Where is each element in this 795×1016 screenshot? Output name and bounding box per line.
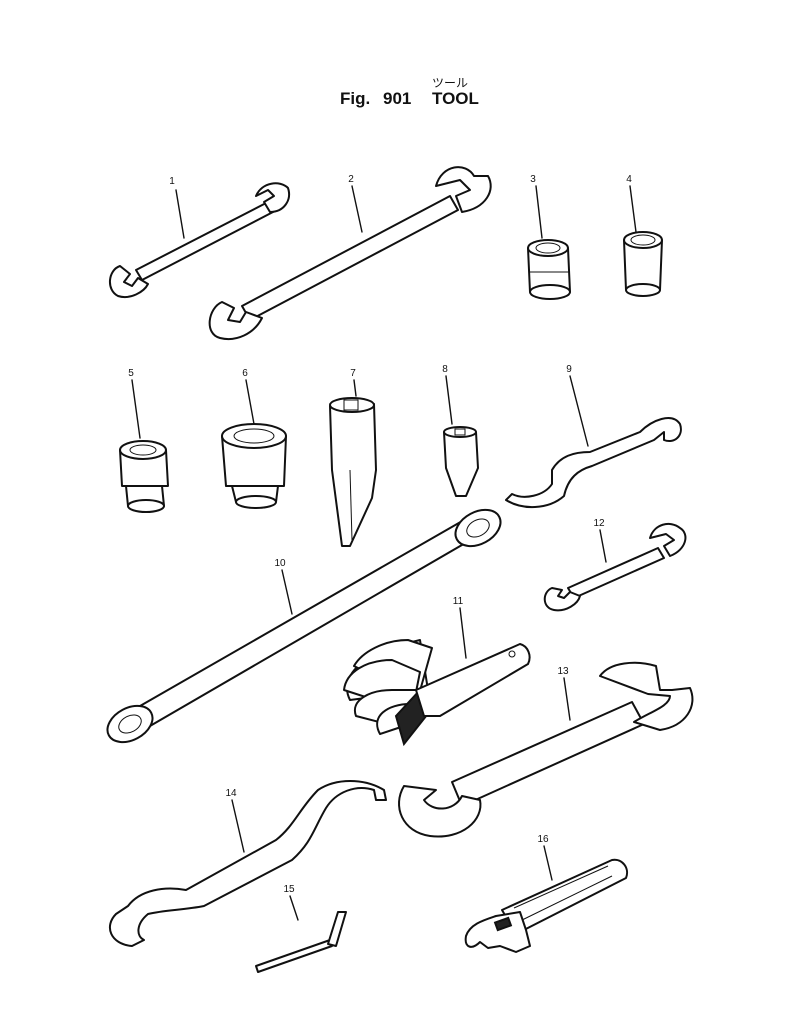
callout-8: 8	[442, 364, 448, 375]
tool-1-open-end-wrench-small	[109, 182, 290, 298]
callout-7: 7	[350, 368, 356, 379]
callout-4: 4	[626, 174, 632, 185]
callout-12: 12	[593, 518, 605, 529]
tool-6-socket	[221, 379, 287, 509]
tool-8-small-bit	[443, 375, 479, 497]
tool-4-socket	[623, 185, 663, 297]
tool-5-socket	[119, 379, 169, 513]
callout-3: 3	[530, 174, 536, 185]
tool-9-hook-spanner	[505, 375, 682, 509]
tool-2-open-end-wrench-large	[208, 166, 492, 340]
tool-13-large-open-end-wrench	[398, 661, 694, 838]
tool-10-box-end-wrench	[106, 508, 502, 744]
callout-16: 16	[537, 834, 549, 845]
callout-11: 11	[452, 596, 464, 607]
figure-number: 901	[383, 89, 412, 108]
figure-title-japanese: ツール	[432, 76, 469, 90]
figure-title: TOOL	[432, 89, 479, 108]
tool-16-adjustable-wrench	[464, 845, 628, 953]
callout-15: 15	[283, 884, 295, 895]
callout-6: 6	[242, 368, 248, 379]
callout-10: 10	[274, 558, 286, 569]
tool-15-hex-key	[255, 895, 347, 973]
callout-1: 1	[169, 176, 175, 187]
callout-13: 13	[557, 666, 569, 677]
tool-3-socket	[527, 185, 571, 300]
tool-11-feeler-gauge	[343, 607, 531, 747]
figure-prefix: Fig.	[340, 89, 371, 108]
callout-5: 5	[128, 368, 134, 379]
callout-14: 14	[225, 788, 237, 799]
callout-9: 9	[566, 364, 572, 375]
tool-7-screwdriver-bit	[329, 379, 377, 547]
callout-2: 2	[348, 174, 354, 185]
tool-12-open-end-wrench	[543, 522, 687, 612]
tool-14-hook-spanner	[108, 780, 387, 947]
